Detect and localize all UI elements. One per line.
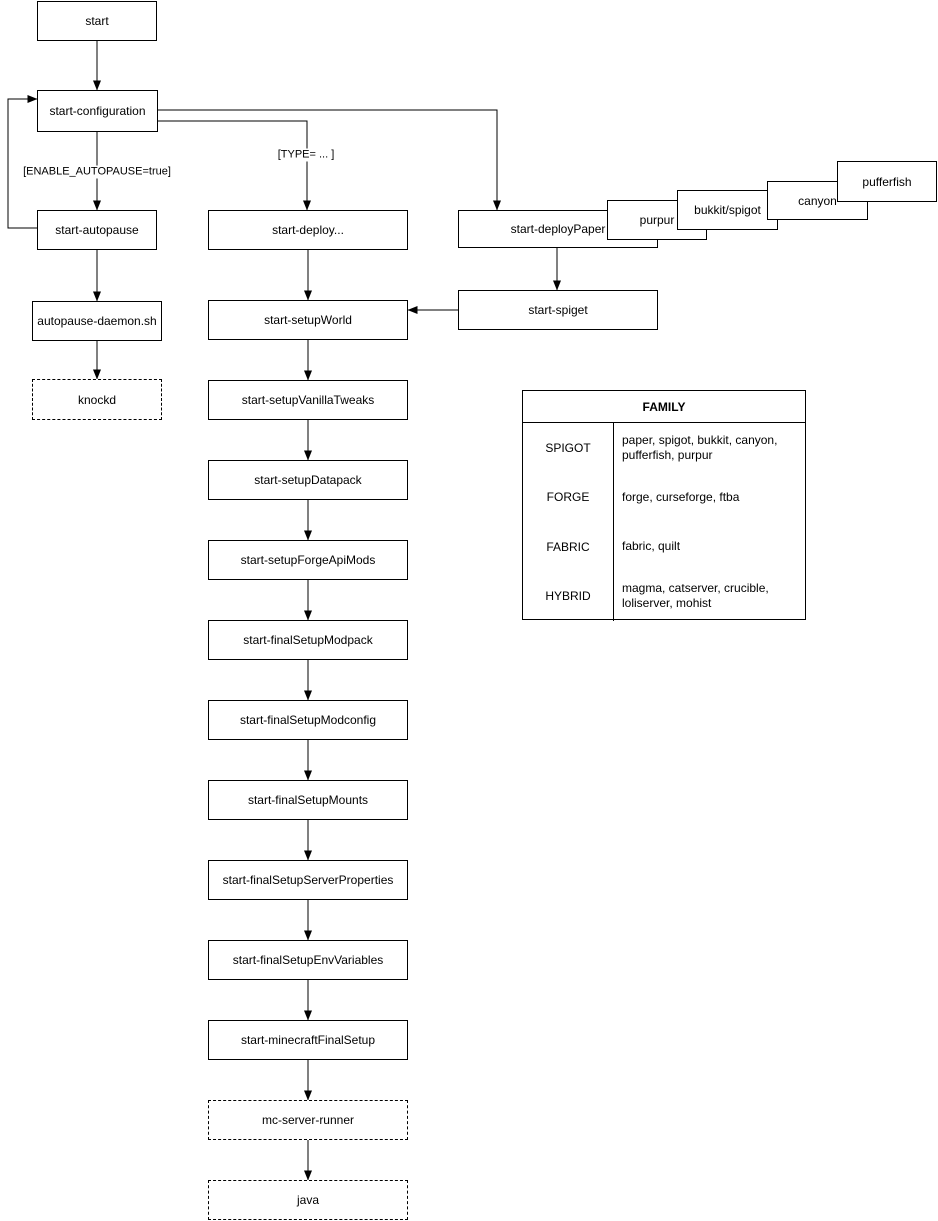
node-start-minecraftFinalSetup: start-minecraftFinalSetup [208,1020,408,1060]
family-members-cell: fabric, quilt [613,522,805,572]
node-start-setupVanillaTweaks: start-setupVanillaTweaks [208,380,408,420]
edge-configuration-to-deploy [158,120,311,211]
node-pufferfish: pufferfish [837,161,937,202]
node-start-configuration: start-configuration [37,90,158,132]
node-start-finalSetupEnvVariables: start-finalSetupEnvVariables [208,940,408,980]
node-start: start [37,1,157,41]
node-start-setupWorld: start-setupWorld [208,300,408,340]
node-autopause-daemon-sh: autopause-daemon.sh [32,301,162,341]
node-java: java [208,1180,408,1220]
node-start-finalSetupServerProperties: start-finalSetupServerProperties [208,860,408,900]
edge-label-type: [TYPE= ... ] [275,148,337,162]
node-start-setupForgeApiMods: start-setupForgeApiMods [208,540,408,580]
family-table: FAMILY SPIGOT paper, spigot, bukkit, cany… [522,390,806,621]
family-name-cell: SPIGOT [545,440,591,455]
node-start-deploy: start-deploy... [208,210,408,250]
node-bukkit-spigot: bukkit/spigot [677,190,778,230]
family-name-cell: HYBRID [545,589,591,604]
node-start-finalSetupModpack: start-finalSetupModpack [208,620,408,660]
family-members-cell: forge, curseforge, ftba [613,472,805,522]
node-start-autopause: start-autopause [37,210,157,250]
family-name-cell: FORGE [546,490,590,505]
family-table-title: FAMILY [523,391,805,423]
node-start-setupDatapack: start-setupDatapack [208,460,408,500]
family-table-body: SPIGOT paper, spigot, bukkit, canyon, puf… [523,423,805,621]
node-start-finalSetupModconfig: start-finalSetupModconfig [208,700,408,740]
node-start-finalSetupMounts: start-finalSetupMounts [208,780,408,820]
family-members-cell: paper, spigot, bukkit, canyon, pufferfis… [613,423,805,473]
family-name-cell: FABRIC [546,539,590,554]
node-knockd: knockd [32,379,162,420]
edge-label-enable-autopause: [ENABLE_AUTOPAUSE=true] [21,165,173,179]
family-members-cell: magma, catserver, crucible, loliserver, … [613,571,805,621]
node-start-spiget: start-spiget [458,290,658,330]
node-mc-server-runner: mc-server-runner [208,1100,408,1140]
edge-configuration-to-deployPaper [158,109,501,211]
edge-autopause-loop-to-configuration [7,95,38,229]
